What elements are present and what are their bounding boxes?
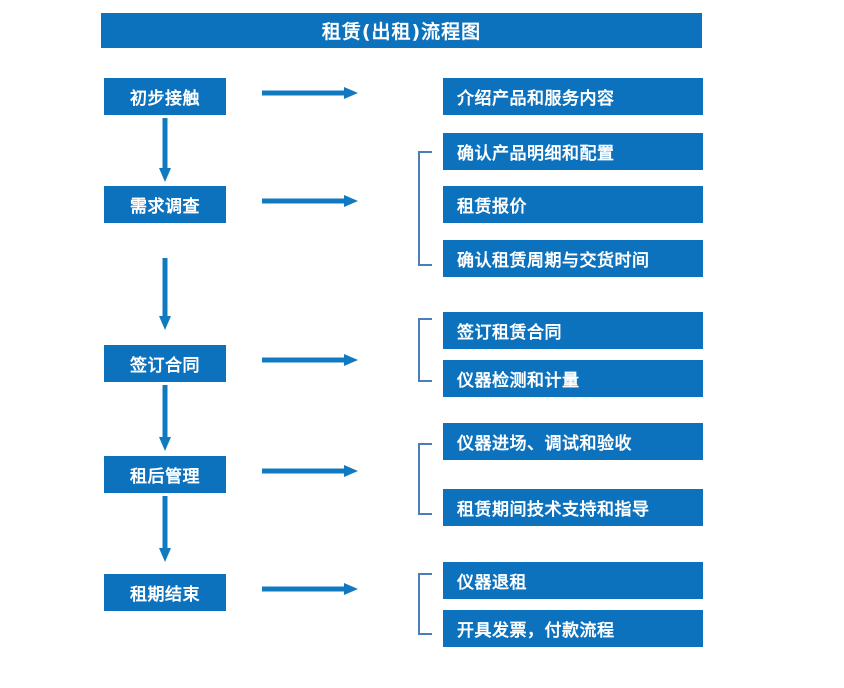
arrow-stage-4-to-details [262, 465, 358, 477]
bracket-rental-end-group [418, 573, 432, 635]
detail-box-confirm-period-delivery[interactable]: 确认租赁周期与交货时间 [443, 240, 703, 277]
bracket-post-rental-group [418, 443, 432, 515]
bracket-demand-survey-group [418, 151, 432, 266]
detail-box-rental-quote[interactable]: 租赁报价 [443, 186, 703, 223]
detail-box-invoice-payment[interactable]: 开具发票，付款流程 [443, 610, 703, 647]
stage-box-rental-end[interactable]: 租期结束 [104, 574, 226, 611]
arrow-stage-1-to-details [262, 87, 358, 99]
detail-box-introduce-products[interactable]: 介绍产品和服务内容 [443, 78, 703, 115]
stage-box-sign-contract[interactable]: 签订合同 [104, 345, 226, 382]
arrow-stage-3-to-details [262, 354, 358, 366]
detail-box-instrument-inspection[interactable]: 仪器检测和计量 [443, 360, 703, 397]
stage-box-post-rental-management[interactable]: 租后管理 [104, 456, 226, 493]
detail-box-technical-support[interactable]: 租赁期间技术支持和指导 [443, 489, 703, 526]
connector-demand-survey-to-sign-contract [159, 258, 171, 330]
detail-box-instrument-return[interactable]: 仪器退租 [443, 562, 703, 599]
detail-box-sign-rental-contract[interactable]: 签订租赁合同 [443, 312, 703, 349]
bracket-sign-contract-group [418, 318, 432, 382]
connector-post-rental-to-rental-end [159, 496, 171, 562]
detail-box-instrument-onsite-commissioning[interactable]: 仪器进场、调试和验收 [443, 423, 703, 460]
connector-sign-contract-to-post-rental [159, 385, 171, 451]
flowchart-title: 租赁(出租)流程图 [101, 13, 702, 48]
arrow-stage-2-to-details [262, 195, 358, 207]
detail-box-confirm-product-spec[interactable]: 确认产品明细和配置 [443, 133, 703, 170]
arrow-stage-5-to-details [262, 583, 358, 595]
connector-initial-contact-to-demand-survey [159, 118, 171, 182]
stage-box-initial-contact[interactable]: 初步接触 [104, 78, 226, 115]
stage-box-demand-survey[interactable]: 需求调查 [104, 186, 226, 223]
